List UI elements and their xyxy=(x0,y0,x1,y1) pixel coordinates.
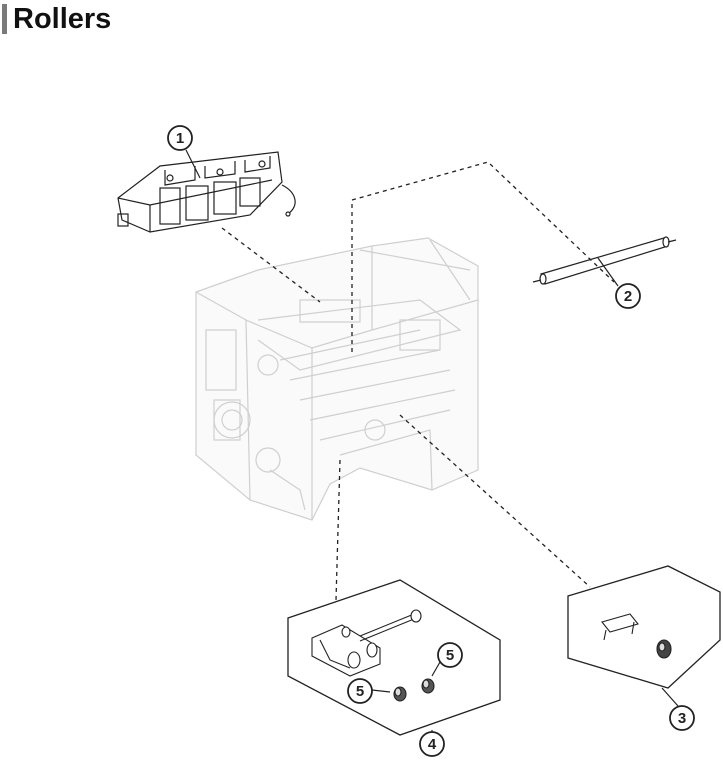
callout-1: 1 xyxy=(167,125,193,151)
fuser-assembly xyxy=(117,151,296,233)
svg-text:5: 5 xyxy=(446,647,454,664)
pick-tire-right xyxy=(421,678,435,694)
callout-4: 4 xyxy=(419,731,445,757)
pick-roller-kit-box xyxy=(287,579,501,736)
svg-text:2: 2 xyxy=(624,288,632,305)
callout-5-right: 5 xyxy=(437,642,463,668)
callout-3: 3 xyxy=(669,705,695,731)
svg-text:5: 5 xyxy=(356,683,364,700)
svg-text:1: 1 xyxy=(176,130,184,147)
leader-lines xyxy=(221,161,615,601)
svg-text:3: 3 xyxy=(678,710,686,727)
separator-pad xyxy=(601,613,639,641)
callout-5-left: 5 xyxy=(347,678,373,704)
callout-stubs xyxy=(185,149,679,735)
pick-tire-left xyxy=(393,686,407,702)
separator-roller xyxy=(656,639,672,659)
pick-arm-assembly xyxy=(311,609,422,677)
title-accent-bar xyxy=(2,4,7,34)
svg-text:4: 4 xyxy=(428,736,437,753)
transfer-roller xyxy=(532,236,677,285)
page-title: Rollers xyxy=(13,3,112,35)
printer-chassis xyxy=(195,237,479,521)
callout-2: 2 xyxy=(615,283,641,309)
separator-kit-box xyxy=(567,565,721,689)
